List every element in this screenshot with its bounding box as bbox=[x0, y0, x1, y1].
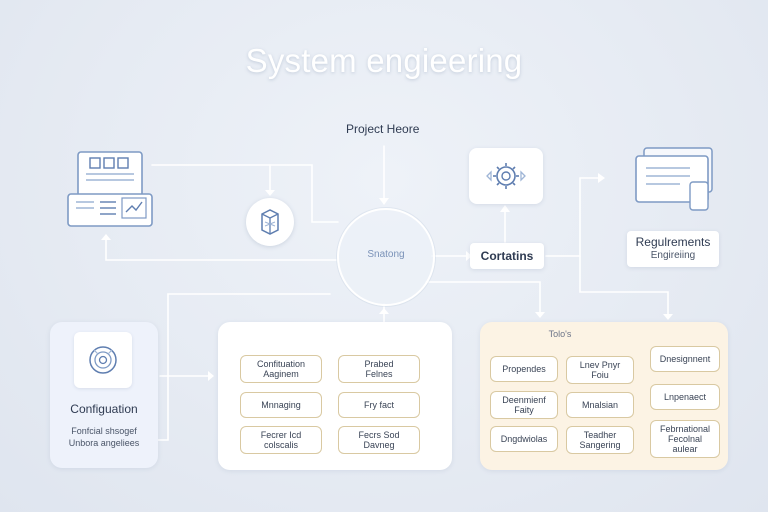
cube-icon bbox=[261, 209, 279, 235]
gear-card[interactable] bbox=[469, 148, 543, 204]
central-hub[interactable]: Snatong bbox=[337, 208, 435, 306]
middle-node[interactable]: Mnnaging bbox=[240, 392, 322, 418]
arrow-head bbox=[265, 190, 275, 196]
connector bbox=[425, 281, 541, 315]
configuration-panel[interactable]: Configuation Fonfcial shsogef Unbora ang… bbox=[50, 322, 158, 468]
arrow-head bbox=[598, 173, 605, 183]
config-subtitle-1: Fonfcial shsogef bbox=[71, 426, 137, 436]
right-node[interactable]: Deenmienf Faity bbox=[490, 391, 558, 419]
arrow-head bbox=[208, 371, 214, 381]
right-node[interactable]: Dnesignnent bbox=[650, 346, 720, 372]
right-node[interactable]: Teadher Sangering bbox=[566, 426, 634, 454]
document-icon bbox=[67, 151, 153, 227]
config-subtitle-2: Unbora angeliees bbox=[68, 438, 140, 448]
folder-icon bbox=[635, 147, 713, 211]
right-node[interactable]: Mnalsian bbox=[566, 392, 634, 418]
connector bbox=[579, 255, 669, 317]
page-title: System engieering bbox=[245, 42, 523, 79]
arrow-head bbox=[535, 312, 545, 318]
arrow-head bbox=[379, 198, 389, 205]
contains-box[interactable]: Cortatins bbox=[470, 243, 544, 269]
middle-node[interactable]: Fecrer Icd colscalis bbox=[240, 426, 322, 454]
central-hub-label: Snatong bbox=[367, 249, 405, 260]
middle-node[interactable]: Fry fact bbox=[338, 392, 420, 418]
right-node[interactable]: Propendes bbox=[490, 356, 558, 382]
requirements-box[interactable]: Regulrements Engireiing bbox=[627, 231, 719, 267]
right-node[interactable]: Lnpenaect bbox=[650, 384, 720, 410]
config-title: Configuation bbox=[70, 402, 138, 416]
middle-node[interactable]: Confituation Aaginem bbox=[240, 355, 322, 383]
requirements-illustration bbox=[634, 146, 720, 216]
middle-node[interactable]: Fecrs Sod Davneg bbox=[338, 426, 420, 454]
right-panel-header: Tolo's bbox=[548, 329, 572, 339]
project-label: Project Heore bbox=[346, 122, 420, 136]
document-illustration bbox=[66, 150, 154, 230]
connector bbox=[151, 164, 339, 223]
connector bbox=[157, 293, 331, 441]
arrow-head bbox=[466, 251, 472, 261]
fingerprint-icon bbox=[89, 346, 117, 374]
connector bbox=[105, 237, 337, 261]
right-node[interactable]: Febrnational Fecolnal aulear bbox=[650, 420, 720, 458]
config-icon-card bbox=[74, 332, 132, 388]
gear-icon bbox=[486, 163, 526, 189]
arrow-head bbox=[101, 234, 111, 240]
requirements-subtitle: Engireiing bbox=[650, 250, 696, 261]
arrow-head bbox=[663, 314, 673, 320]
right-node[interactable]: Dngdwiolas bbox=[490, 426, 558, 452]
right-node[interactable]: Lnev Pnyr Foiu bbox=[566, 356, 634, 384]
arrow-head bbox=[379, 308, 389, 314]
requirements-title: Regulrements bbox=[635, 235, 711, 249]
connector bbox=[545, 177, 601, 257]
middle-node[interactable]: Prabed Felnes bbox=[338, 355, 420, 383]
contains-label: Cortatins bbox=[480, 249, 534, 263]
cube-icon-circle[interactable] bbox=[246, 198, 294, 246]
arrow-head bbox=[500, 205, 510, 212]
